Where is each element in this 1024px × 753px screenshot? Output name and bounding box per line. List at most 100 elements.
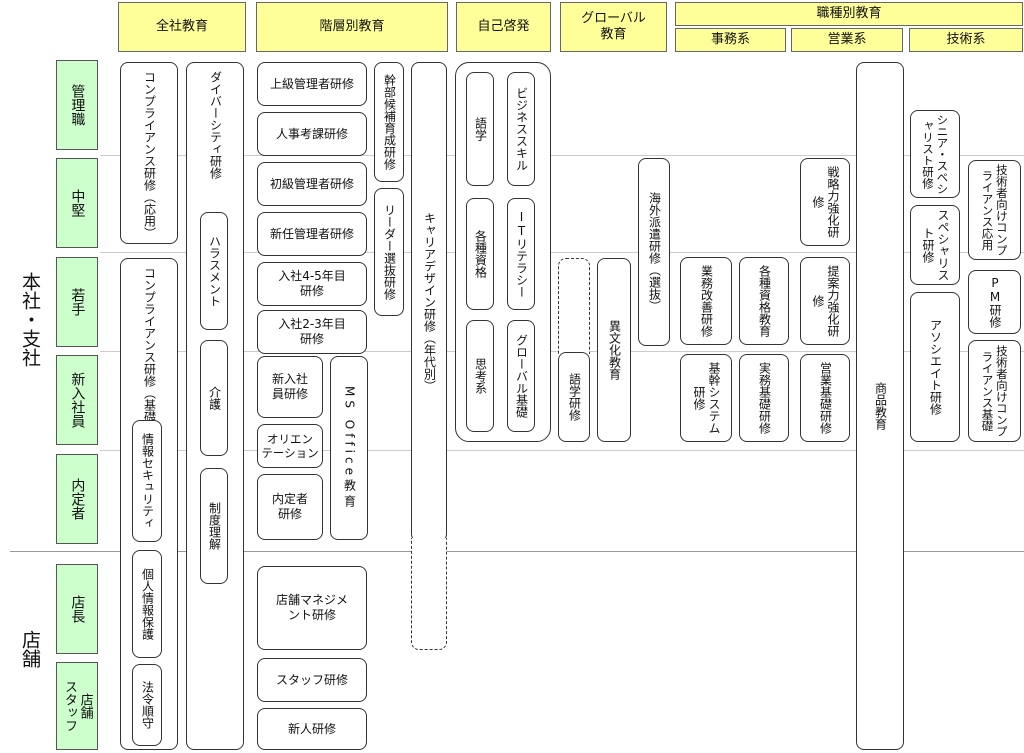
- course-new-hire[interactable]: 新入社 員研修: [257, 356, 323, 418]
- course-senior-specialist-label: シニア・スペシャリスト研修: [921, 113, 950, 195]
- course-business-skills[interactable]: ビジネススキル: [507, 72, 535, 186]
- course-privacy-label: 個人情報保護: [140, 568, 155, 640]
- course-compliance-applied-label: コンプライアンス研修（応用）: [142, 71, 157, 239]
- row-kanri-text: 管理職: [69, 84, 86, 126]
- course-cross-cultural-label: 異文化教育: [607, 320, 622, 380]
- course-career-design-extension: [411, 538, 447, 650]
- course-cross-cultural[interactable]: 異文化教育: [597, 258, 631, 442]
- course-ms-office-label: MS Office教育: [342, 385, 357, 511]
- course-legal-compliance[interactable]: 法令順守: [132, 664, 162, 746]
- course-pm[interactable]: PM研修: [968, 270, 1021, 334]
- course-core-system[interactable]: 基幹システム研修: [680, 354, 732, 442]
- course-language[interactable]: 語学: [466, 72, 494, 186]
- course-tech-compliance-basic[interactable]: 技術者向けコンプライアンス基礎: [968, 340, 1021, 442]
- course-store-management[interactable]: 店舗マネジメ ント研修: [257, 566, 367, 650]
- course-leader-selection[interactable]: リーダー選抜研修: [374, 188, 404, 316]
- course-business-skills-label: ビジネススキル: [514, 87, 529, 171]
- course-product-education-label: 商品教育: [873, 382, 888, 430]
- course-ms-office[interactable]: MS Office教育: [330, 356, 368, 540]
- course-strategy[interactable]: 戦略力強化研修: [800, 158, 850, 246]
- course-cert-education[interactable]: 各種資格教育: [739, 257, 789, 345]
- row-shinnyu: 新入社員: [56, 355, 98, 445]
- course-overseas-dispatch[interactable]: 海外派遣研修（選抜）: [638, 158, 670, 346]
- row-tencho: 店長: [56, 564, 98, 654]
- course-junior-manager[interactable]: 初級管理者研修: [257, 162, 367, 206]
- course-staff[interactable]: スタッフ研修: [257, 658, 367, 702]
- course-year45[interactable]: 入社4-5年目 研修: [257, 262, 367, 306]
- row-shinnyu-text: 新入社員: [69, 372, 86, 428]
- header-shokushu: 職種別教育: [675, 2, 1023, 26]
- course-new-manager[interactable]: 新任管理者研修: [257, 212, 367, 256]
- course-global-basic[interactable]: グローバル基礎: [507, 320, 535, 432]
- header-jiko: 自己啓発: [456, 2, 551, 52]
- course-global-basic-label: グローバル基礎: [514, 334, 529, 418]
- row-divider: [100, 155, 1024, 156]
- header-kaisou: 階層別教育: [256, 2, 448, 52]
- course-evaluation[interactable]: 人事考課研修: [257, 112, 367, 156]
- course-it-literacy[interactable]: ITリテラシー: [507, 198, 535, 310]
- course-certifications-label: 各種資格: [473, 230, 488, 278]
- section-divider: [10, 551, 1024, 552]
- course-certifications[interactable]: 各種資格: [466, 198, 494, 310]
- row-tencho-text: 店長: [69, 595, 86, 623]
- course-career-design-label: キャリアデザイン研修（年代別）: [422, 212, 437, 392]
- course-proposal-label: 提案力強化研修: [811, 265, 840, 337]
- course-newcomer[interactable]: 新人研修: [257, 708, 367, 750]
- course-practical-basic-label: 実務基礎研修: [757, 362, 772, 434]
- course-career-design[interactable]: キャリアデザイン研修（年代別）: [411, 62, 447, 542]
- course-orientation[interactable]: オリエン テーション: [257, 424, 323, 468]
- course-privacy[interactable]: 個人情報保護: [132, 550, 162, 658]
- course-business-improvement-label: 業務改善研修: [699, 265, 714, 337]
- site-label-honsha: 本社・支社: [19, 272, 41, 367]
- course-pm-label: PM研修: [988, 276, 1002, 328]
- course-product-education[interactable]: 商品教育: [856, 62, 904, 750]
- row-staff-text: 店舗 スタッフ: [62, 680, 93, 732]
- course-tech-compliance-applied[interactable]: 技術者向けコンプライアンス応用: [968, 160, 1021, 260]
- course-harassment-label: ハラスメント: [207, 235, 222, 307]
- course-sales-basic-label: 営業基礎研修: [818, 362, 833, 434]
- course-associate[interactable]: アソシエイト研修: [910, 292, 960, 442]
- row-chuken-text: 中堅: [69, 189, 86, 217]
- course-senior-specialist[interactable]: シニア・スペシャリスト研修: [910, 110, 960, 198]
- course-strategy-label: 戦略力強化研修: [811, 166, 840, 238]
- course-compliance-basic-label: コンプライアンス研修（基礎）: [142, 267, 157, 435]
- header-jimu: 事務系: [675, 28, 786, 52]
- row-naitei: 内定者: [56, 454, 98, 544]
- course-language-training-label: 語学研修: [567, 373, 582, 421]
- row-kanri: 管理職: [56, 60, 98, 150]
- course-system-understanding[interactable]: 制度理解: [200, 468, 228, 584]
- header-gijutsu: 技術系: [909, 28, 1023, 52]
- course-year23[interactable]: 入社2-3年目 研修: [257, 310, 367, 354]
- course-specialist[interactable]: スペシャリスト研修: [910, 205, 960, 285]
- course-proposal[interactable]: 提案力強化研修: [800, 257, 850, 345]
- course-pre-hire[interactable]: 内定者 研修: [257, 474, 323, 540]
- header-global: グローバル 教育: [560, 2, 667, 52]
- course-sales-basic[interactable]: 営業基礎研修: [800, 354, 850, 442]
- header-zensha: 全社教育: [118, 2, 246, 52]
- course-core-system-label: 基幹システム研修: [692, 362, 721, 434]
- course-overseas-dispatch-label: 海外派遣研修（選抜）: [647, 192, 662, 312]
- row-wakate-text: 若手: [69, 288, 86, 316]
- course-nursing[interactable]: 介護: [200, 340, 228, 456]
- course-practical-basic[interactable]: 実務基礎研修: [739, 354, 789, 442]
- course-senior-manager[interactable]: 上級管理者研修: [257, 62, 367, 106]
- course-tech-compliance-basic-label: 技術者向けコンプライアンス基礎: [980, 345, 1009, 437]
- course-nursing-label: 介護: [207, 386, 222, 410]
- course-thinking[interactable]: 思考系: [466, 320, 494, 432]
- course-associate-label: アソシエイト研修: [928, 319, 943, 415]
- course-compliance-applied[interactable]: コンプライアンス研修（応用）: [120, 62, 178, 244]
- course-language-training-extension: [558, 258, 590, 354]
- course-language-training[interactable]: 語学研修: [558, 352, 590, 442]
- row-naitei-text: 内定者: [69, 478, 86, 520]
- row-divider: [100, 450, 1024, 451]
- course-tech-compliance-applied-label: 技術者向けコンプライアンス応用: [980, 164, 1009, 256]
- course-exec-candidate[interactable]: 幹部候補育成研修: [374, 62, 404, 182]
- course-leader-selection-label: リーダー選抜研修: [382, 204, 397, 300]
- course-exec-candidate-label: 幹部候補育成研修: [382, 74, 397, 170]
- course-info-security[interactable]: 情報セキュリティ: [132, 420, 162, 542]
- course-harassment[interactable]: ハラスメント: [200, 212, 228, 330]
- course-business-improvement[interactable]: 業務改善研修: [680, 257, 732, 345]
- row-divider: [100, 252, 1024, 253]
- course-diversity-label: ダイバーシティ研修: [208, 71, 223, 179]
- site-label-tenpo: 店舗: [19, 630, 41, 668]
